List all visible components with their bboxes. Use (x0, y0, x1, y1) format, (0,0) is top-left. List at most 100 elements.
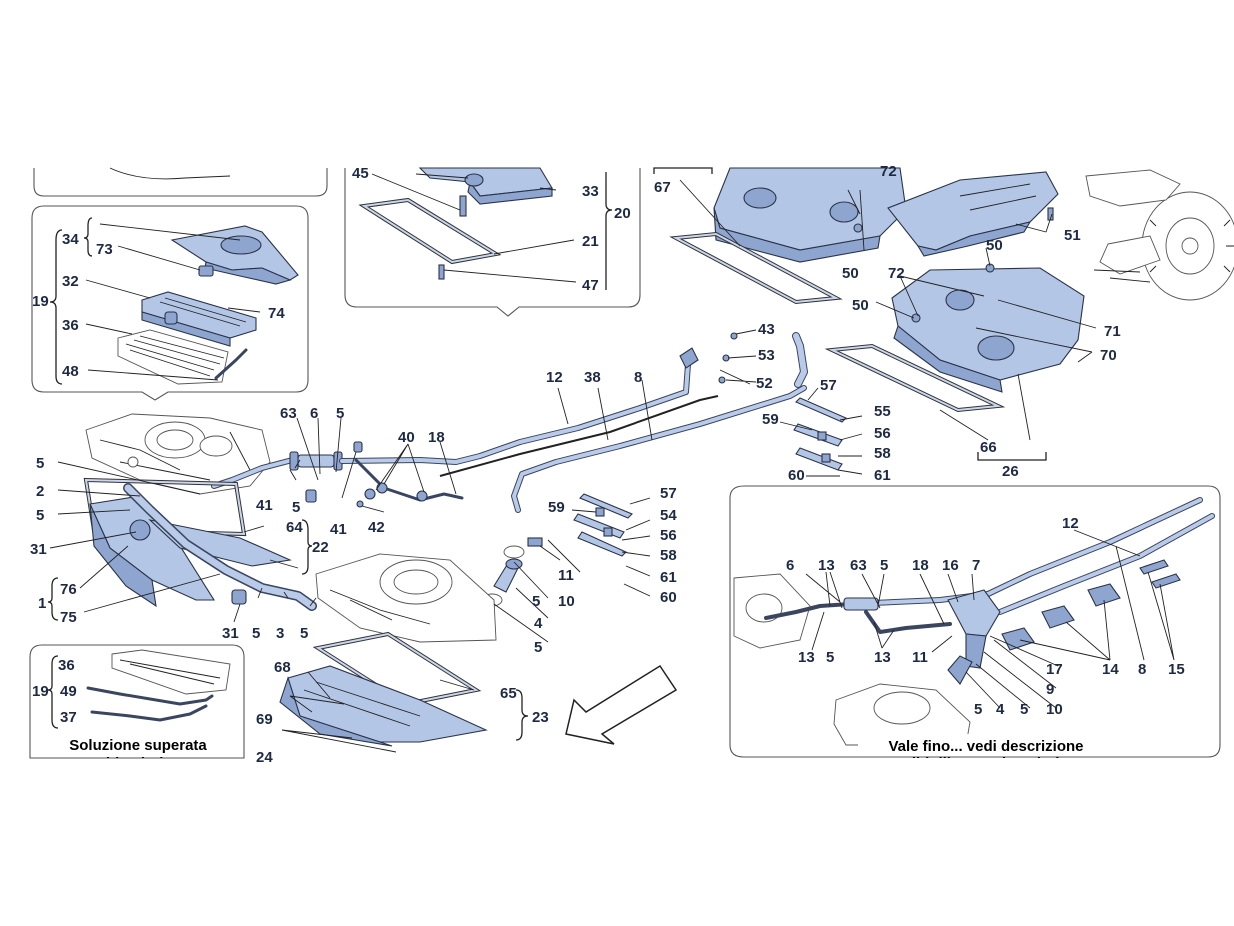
inset-top-left-remnant (33, 168, 328, 197)
radiator-33 (418, 167, 553, 205)
svg-text:5: 5 (1020, 701, 1028, 718)
valid-caption-bg (858, 734, 1114, 756)
svg-text:38: 38 (584, 369, 601, 386)
svg-text:50: 50 (986, 237, 1003, 254)
svg-text:5: 5 (336, 405, 344, 422)
superseded-inset-parts (86, 649, 231, 722)
svg-text:11: 11 (558, 567, 574, 584)
clamp-5a (289, 451, 299, 471)
svg-text:55: 55 (874, 403, 891, 420)
svg-text:5: 5 (36, 507, 44, 524)
svg-text:68: 68 (274, 659, 291, 676)
svg-text:19: 19 (32, 683, 49, 700)
svg-text:5: 5 (974, 701, 982, 718)
svg-text:56: 56 (874, 425, 891, 442)
svg-text:8: 8 (634, 369, 642, 386)
bracket-20 (605, 172, 613, 290)
svg-text:13: 13 (798, 649, 815, 666)
svg-text:41: 41 (256, 497, 273, 514)
svg-text:65: 65 (500, 685, 517, 702)
bracket-23 (515, 689, 529, 741)
pipe-38 (439, 395, 719, 477)
svg-text:19: 19 (32, 293, 49, 310)
valid-inset-clip-15a (1139, 559, 1169, 575)
svg-text:63: 63 (280, 405, 297, 422)
bracket-67 (653, 167, 713, 174)
svg-text:17: 17 (1046, 661, 1063, 678)
svg-text:59: 59 (762, 411, 779, 428)
svg-text:51: 51 (1064, 227, 1081, 244)
valid-inset-pipe-6 (764, 602, 852, 620)
svg-text:6: 6 (786, 557, 794, 574)
valid-inset-pipe-11 (864, 610, 952, 634)
valid-subcaption: Valid till... see description (894, 755, 1077, 772)
clamp-5c (503, 545, 525, 559)
direction-arrow (565, 664, 678, 745)
svg-text:5: 5 (252, 625, 260, 642)
bracket-41 (305, 489, 317, 503)
bracket-1 (47, 577, 59, 621)
svg-text:22: 22 (312, 539, 329, 556)
svg-text:40: 40 (398, 429, 415, 446)
svg-text:10: 10 (558, 593, 575, 610)
svg-text:50: 50 (852, 297, 869, 314)
svg-text:48: 48 (62, 363, 79, 380)
svg-text:5: 5 (300, 625, 308, 642)
bolt-47 (438, 264, 445, 280)
bolt-51 (1047, 207, 1054, 221)
svg-text:47: 47 (582, 277, 599, 294)
svg-text:5: 5 (532, 593, 540, 610)
duct-right (887, 171, 1059, 257)
radiator-assembly-left (83, 477, 292, 608)
svg-text:69: 69 (256, 711, 273, 728)
svg-text:61: 61 (660, 569, 677, 586)
svg-text:71: 71 (1104, 323, 1121, 340)
clamp-set-lower (573, 493, 633, 557)
svg-text:45: 45 (352, 165, 369, 182)
svg-text:43: 43 (758, 321, 775, 338)
svg-text:57: 57 (660, 485, 677, 502)
svg-text:23: 23 (532, 709, 549, 726)
bracket-22 (301, 519, 313, 575)
svg-text:42: 42 (368, 519, 385, 536)
svg-text:60: 60 (788, 467, 805, 484)
radiator-assembly-23 (279, 631, 488, 747)
svg-text:14: 14 (1102, 661, 1119, 678)
svg-text:31: 31 (222, 625, 239, 642)
svg-text:49: 49 (60, 683, 77, 700)
svg-text:13: 13 (818, 557, 835, 574)
clip-73 (198, 265, 214, 277)
svg-text:52: 52 (756, 375, 773, 392)
svg-text:63: 63 (850, 557, 867, 574)
clip-40b (376, 482, 388, 494)
clip-42 (356, 500, 364, 508)
svg-text:72: 72 (888, 265, 905, 282)
valid-inset-hose-4 (947, 655, 973, 685)
svg-text:50: 50 (842, 265, 859, 282)
svg-text:37: 37 (60, 709, 77, 726)
hose-4 (493, 558, 523, 593)
svg-text:12: 12 (1062, 515, 1079, 532)
svg-text:67: 67 (654, 179, 671, 196)
svg-text:3: 3 (276, 625, 284, 642)
svg-text:15: 15 (1168, 661, 1185, 678)
svg-text:54: 54 (660, 507, 677, 524)
svg-text:34: 34 (62, 231, 79, 248)
svg-text:56: 56 (660, 527, 677, 544)
bracket-19-top (49, 229, 63, 385)
superseded-caption: Soluzione superata (69, 737, 207, 754)
svg-text:13: 13 (874, 649, 891, 666)
svg-text:18: 18 (912, 557, 929, 574)
svg-text:70: 70 (1100, 347, 1117, 364)
radiator-32 (141, 291, 257, 347)
svg-text:74: 74 (268, 305, 285, 322)
bolt-50a (853, 223, 863, 233)
svg-text:24: 24 (256, 749, 273, 766)
svg-text:76: 76 (60, 581, 77, 598)
svg-text:53: 53 (758, 347, 775, 364)
cover-34 (170, 225, 299, 285)
svg-text:31: 31 (30, 541, 47, 558)
valid-inset-clip-15b (1151, 573, 1181, 589)
svg-text:57: 57 (820, 377, 837, 394)
svg-text:5: 5 (880, 557, 888, 574)
